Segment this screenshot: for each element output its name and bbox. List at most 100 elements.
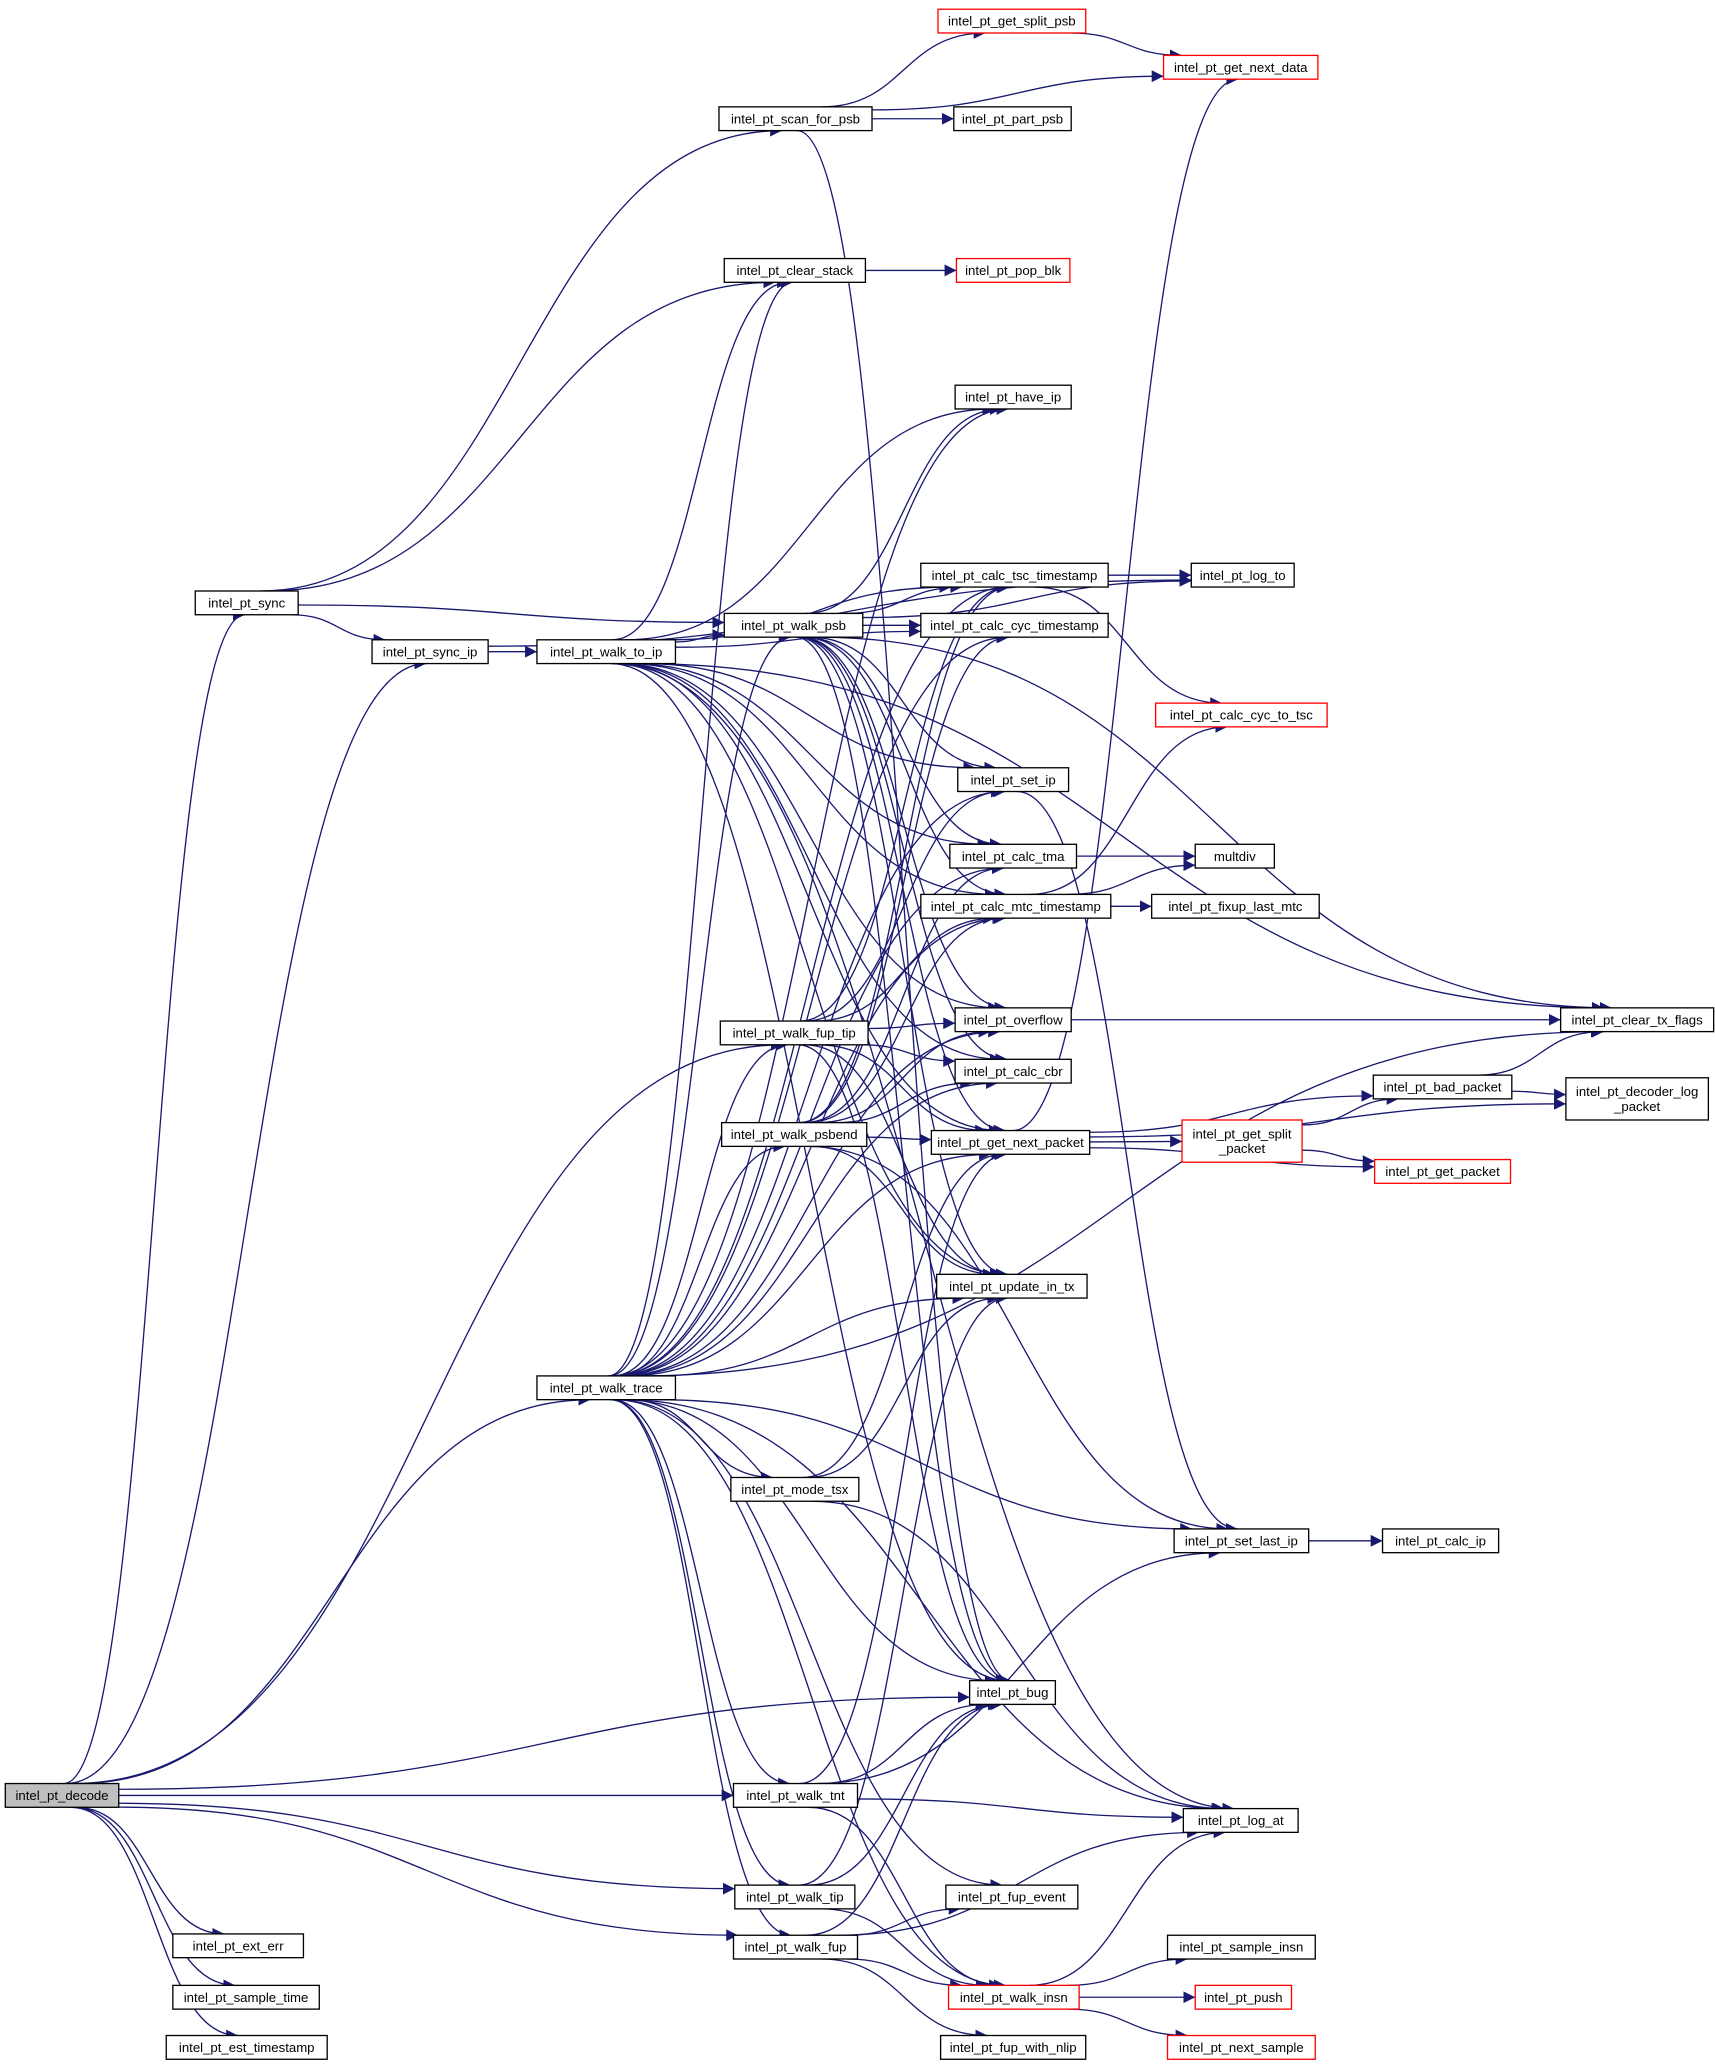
- edge-walk-psbend-to-calc-cbr: [835, 1077, 973, 1124]
- node-get-split-psb[interactable]: intel_pt_get_split_psb: [937, 8, 1087, 34]
- node-walk-fup-tip[interactable]: intel_pt_walk_fup_tip: [719, 1020, 869, 1046]
- edge-decode-to-ext-err: [75, 1806, 225, 1940]
- node-box: [730, 1476, 860, 1502]
- node-label: intel_pt_walk_psb: [741, 618, 846, 633]
- node-label: intel_pt_push: [1204, 1990, 1282, 2005]
- node-walk-to-ip[interactable]: intel_pt_walk_to_ip: [536, 639, 677, 665]
- node-sync-ip[interactable]: intel_pt_sync_ip: [371, 639, 489, 665]
- node-label: intel_pt_calc_tsc_timestamp: [932, 568, 1098, 583]
- node-clear-stack[interactable]: intel_pt_clear_stack: [723, 257, 867, 283]
- node-calc-ip[interactable]: intel_pt_calc_ip: [1381, 1528, 1500, 1554]
- node-ext-err[interactable]: intel_pt_ext_err: [172, 1933, 305, 1959]
- node-log-to[interactable]: intel_pt_log_to: [1190, 562, 1295, 588]
- edge-decode-to-walk-fup: [118, 1806, 739, 1942]
- node-multdiv[interactable]: multdiv: [1194, 843, 1276, 869]
- node-label: intel_pt_decode: [15, 1788, 108, 1803]
- node-walk-insn[interactable]: intel_pt_walk_insn: [947, 1984, 1080, 2010]
- node-pop-blk[interactable]: intel_pt_pop_blk: [955, 257, 1071, 283]
- node-box: [920, 893, 1112, 919]
- node-walk-psb[interactable]: intel_pt_walk_psb: [723, 612, 864, 638]
- node-label: intel_pt_fup_with_nlip: [950, 2040, 1077, 2055]
- edge-walk-trace-to-update-in-tx: [653, 1292, 965, 1377]
- node-label: multdiv: [1214, 849, 1256, 864]
- node-calc-cyc-to-tsc[interactable]: intel_pt_calc_cyc_to_tsc: [1154, 702, 1328, 728]
- edge-get-next-packet-to-get-next-data: [1013, 73, 1239, 1132]
- node-fup-with-nlip[interactable]: intel_pt_fup_with_nlip: [939, 2034, 1087, 2060]
- node-label: intel_pt_get_next_packet: [937, 1135, 1084, 1150]
- node-set-ip[interactable]: intel_pt_set_ip: [957, 767, 1070, 793]
- node-box: [1372, 1074, 1513, 1100]
- node-sample-insn[interactable]: intel_pt_sample_insn: [1166, 1934, 1316, 1960]
- node-sample-time[interactable]: intel_pt_sample_time: [172, 1984, 320, 2010]
- node-label: intel_pt_ext_err: [193, 1938, 285, 1953]
- edge-walk-psbend-to-calc-mtc: [805, 912, 1005, 1124]
- node-fixup-last-mtc[interactable]: intel_pt_fixup_last_mtc: [1151, 893, 1320, 919]
- edge-walk-to-ip-to-overflow: [619, 662, 1001, 1014]
- node-label: intel_pt_est_timestamp: [179, 2040, 315, 2055]
- node-est-timestamp[interactable]: intel_pt_est_timestamp: [165, 2034, 328, 2060]
- node-box: [1194, 843, 1276, 869]
- edge-calc-mtc-to-calc-cyc-to-tsc: [1029, 720, 1228, 896]
- node-label: intel_pt_log_at: [1198, 1813, 1284, 1828]
- edge-decode-to-sample-time: [72, 1806, 236, 1992]
- node-get-next-data[interactable]: intel_pt_get_next_data: [1162, 54, 1319, 80]
- node-calc-mtc[interactable]: intel_pt_calc_mtc_timestamp: [920, 893, 1112, 919]
- node-box: [4, 1782, 120, 1808]
- edge-bad-packet-to-clear-tx-flags: [1476, 1025, 1603, 1076]
- node-box: [732, 1782, 859, 1808]
- edge-walk-trace-to-walk-insn: [614, 1398, 1006, 1992]
- node-box: [194, 590, 299, 616]
- node-calc-tma[interactable]: intel_pt_calc_tma: [949, 843, 1078, 869]
- node-calc-cyc[interactable]: intel_pt_calc_cyc_timestamp: [920, 612, 1109, 638]
- node-overflow[interactable]: intel_pt_overflow: [954, 1007, 1072, 1033]
- edge-decode-to-bug: [118, 1691, 970, 1790]
- edge-walk-trace-to-walk-psb: [609, 631, 791, 1377]
- node-bug[interactable]: intel_pt_bug: [968, 1679, 1057, 1706]
- node-part-psb[interactable]: intel_pt_part_psb: [953, 106, 1072, 132]
- node-update-in-tx[interactable]: intel_pt_update_in_tx: [935, 1273, 1088, 1299]
- node-walk-fup[interactable]: intel_pt_walk_fup: [732, 1934, 859, 1960]
- node-push[interactable]: intel_pt_push: [1194, 1984, 1293, 2010]
- node-get-split-packet[interactable]: intel_pt_get_split_packet: [1181, 1119, 1303, 1163]
- node-box: [953, 106, 1072, 132]
- edge-walk-psbend-to-calc-tma: [803, 862, 1004, 1124]
- edge-walk-psb-to-calc-tma: [804, 636, 1002, 851]
- node-sync[interactable]: intel_pt_sync: [194, 590, 299, 616]
- node-walk-tip[interactable]: intel_pt_walk_tip: [734, 1884, 856, 1910]
- node-mode-tsx[interactable]: intel_pt_mode_tsx: [730, 1476, 860, 1502]
- node-clear-tx-flags[interactable]: intel_pt_clear_tx_flags: [1559, 1007, 1715, 1033]
- edge-scan-for-psb-to-get-next-data: [872, 70, 1164, 111]
- node-label: intel_pt_pop_blk: [965, 263, 1061, 278]
- node-get-packet[interactable]: intel_pt_get_packet: [1373, 1158, 1512, 1184]
- node-decoder-log-packet[interactable]: intel_pt_decoder_log_packet: [1565, 1077, 1710, 1121]
- node-calc-tsc[interactable]: intel_pt_calc_tsc_timestamp: [920, 562, 1109, 588]
- edge-walk-tip-to-update-in-tx: [799, 1292, 1008, 1886]
- edge-decode-to-est-timestamp: [70, 1806, 239, 2042]
- node-log-at[interactable]: intel_pt_log_at: [1182, 1807, 1299, 1834]
- node-box: [1166, 2034, 1316, 2060]
- node-box: [1182, 1807, 1299, 1834]
- node-label: intel_pt_get_split_psb: [948, 14, 1076, 29]
- node-walk-psbend[interactable]: intel_pt_walk_psbend: [720, 1121, 868, 1148]
- node-bad-packet[interactable]: intel_pt_bad_packet: [1372, 1074, 1513, 1100]
- node-label: intel_pt_part_psb: [962, 111, 1063, 126]
- node-box: [1194, 1984, 1293, 2010]
- edge-sync-to-sync-ip: [291, 614, 386, 646]
- edge-walk-fup-tip-to-get-next-packet: [817, 1044, 988, 1137]
- node-calc-cbr[interactable]: intel_pt_calc_cbr: [954, 1058, 1072, 1084]
- edge-walk-fup-tip-to-overflow: [868, 1017, 956, 1030]
- node-walk-trace[interactable]: intel_pt_walk_trace: [536, 1375, 677, 1401]
- edge-walk-fup-tip-to-calc-cbr: [862, 1044, 956, 1067]
- node-next-sample[interactable]: intel_pt_next_sample: [1166, 2034, 1316, 2060]
- node-have-ip[interactable]: intel_pt_have_ip: [954, 384, 1072, 410]
- node-set-last-ip[interactable]: intel_pt_set_last_ip: [1173, 1528, 1310, 1554]
- node-box: [1373, 1158, 1512, 1184]
- node-walk-tnt[interactable]: intel_pt_walk_tnt: [732, 1782, 859, 1808]
- edge-walk-trace-to-overflow: [619, 1025, 1001, 1377]
- node-get-next-packet[interactable]: intel_pt_get_next_packet: [930, 1129, 1091, 1155]
- node-box: [1565, 1077, 1710, 1121]
- node-fup-event[interactable]: intel_pt_fup_event: [945, 1884, 1079, 1910]
- node-scan-for-psb[interactable]: intel_pt_scan_for_psb: [718, 106, 873, 132]
- node-decode[interactable]: intel_pt_decode: [4, 1782, 120, 1808]
- edge-walk-fup-to-fup-event: [846, 1902, 961, 1936]
